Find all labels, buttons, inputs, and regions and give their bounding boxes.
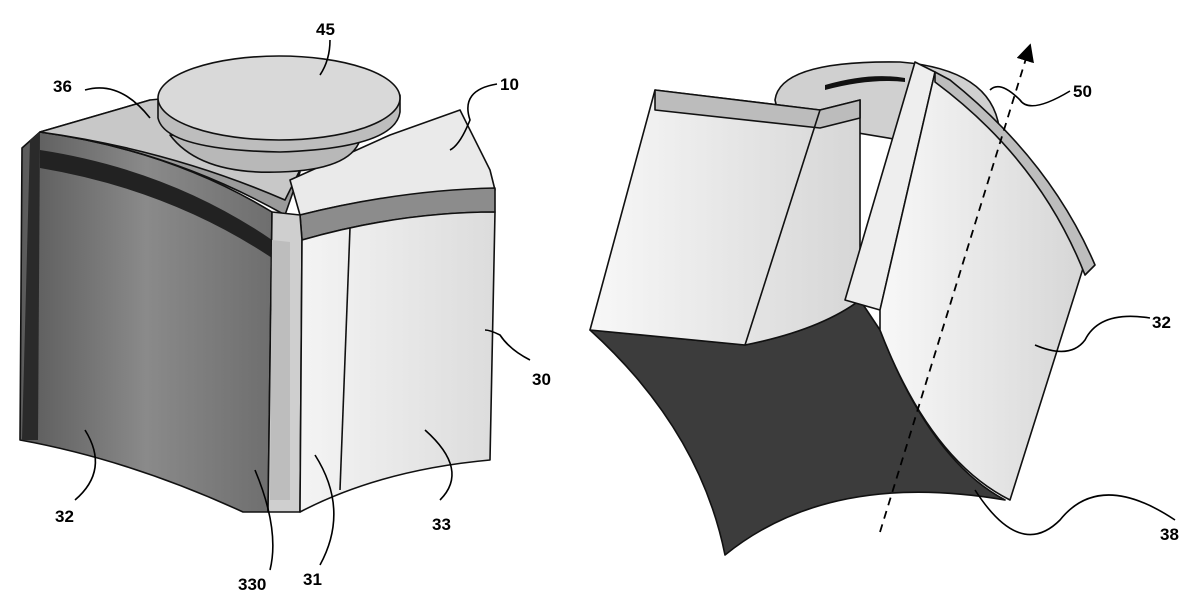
groove-line — [339, 227, 351, 491]
right-panel-edge — [934, 71, 1096, 276]
label-30: 30 — [532, 370, 551, 389]
label-330: 330 — [238, 575, 266, 594]
label-50: 50 — [1073, 82, 1092, 101]
left-view — [19, 55, 496, 513]
right-face-33 — [299, 211, 496, 513]
label-31: 31 — [303, 570, 322, 589]
label-45: 45 — [316, 20, 335, 39]
right-view — [589, 43, 1096, 556]
panel-line — [744, 109, 821, 346]
label-10: 10 — [500, 75, 519, 94]
groove-330 — [270, 240, 290, 500]
disc-45 — [157, 55, 401, 141]
label-32-left: 32 — [55, 507, 74, 526]
label-38: 38 — [1160, 525, 1179, 544]
left-face-edge-strip — [22, 132, 40, 440]
label-32-right: 32 — [1152, 313, 1171, 332]
label-36: 36 — [53, 77, 72, 96]
leader-lines — [74, 39, 1176, 571]
dark-stripe — [40, 150, 272, 258]
label-33: 33 — [432, 515, 451, 534]
cup-rim-shadow — [825, 76, 905, 90]
